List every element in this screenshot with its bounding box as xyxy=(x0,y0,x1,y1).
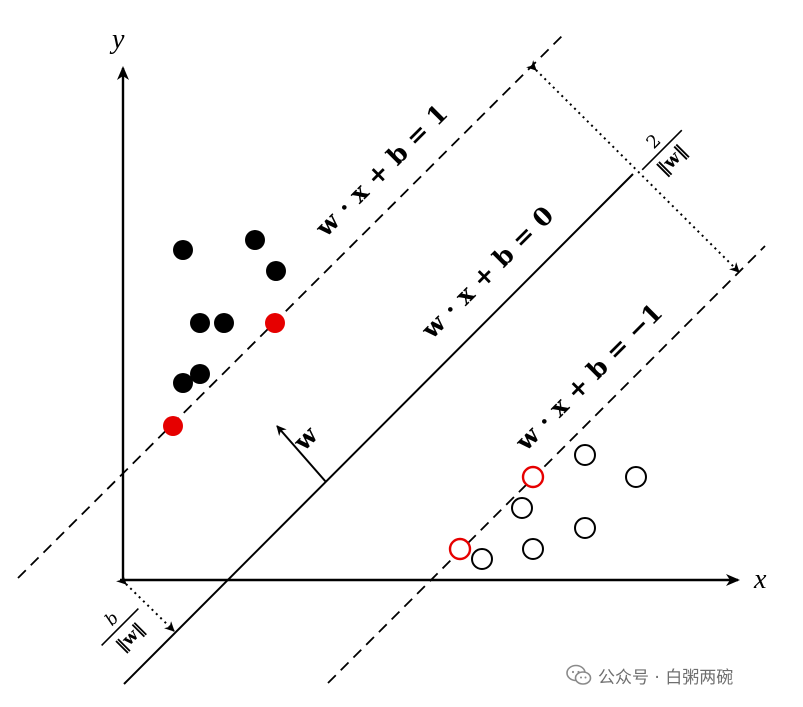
positive-support-vector xyxy=(265,313,285,333)
offset-fraction: b ‖w‖ xyxy=(101,608,149,656)
negative-support-vectors xyxy=(448,465,545,561)
positive-point xyxy=(245,230,265,250)
positive-point xyxy=(190,313,210,333)
watermark: 公众号 · 白粥两碗 xyxy=(566,660,733,690)
offset-arrow xyxy=(116,574,175,632)
negative-margin-label: w · x + b = −1 xyxy=(509,298,668,457)
negative-point xyxy=(625,466,647,488)
negative-support-vector xyxy=(448,537,472,561)
normal-vector-label: w xyxy=(287,419,324,456)
watermark-text: 公众号 · 白粥两碗 xyxy=(598,667,734,688)
positive-support-vector xyxy=(163,416,183,436)
normal-vector-arrow xyxy=(276,425,327,483)
x-axis-label: x xyxy=(753,564,767,595)
offset-fraction-bar xyxy=(101,608,139,646)
positive-point xyxy=(214,313,234,333)
negative-point xyxy=(511,497,533,519)
positive-margin-label: w · x + b = 1 xyxy=(309,99,453,243)
positive-point xyxy=(173,373,193,393)
decision-boundary-label: w · x + b = 0 xyxy=(415,201,559,345)
negative-point xyxy=(574,444,596,466)
negative-support-vector xyxy=(521,465,545,489)
negative-margin-line xyxy=(327,245,766,684)
positive-class-points xyxy=(173,230,286,393)
positive-support-vectors xyxy=(163,313,285,436)
negative-point xyxy=(471,548,493,570)
wechat-icon xyxy=(566,664,592,685)
y-axis-label: y xyxy=(109,24,125,55)
negative-class-points xyxy=(471,444,647,570)
positive-point xyxy=(173,240,193,260)
margin-width-fraction: 2 ‖w‖ xyxy=(641,129,692,180)
negative-point xyxy=(522,538,544,560)
positive-point xyxy=(190,364,210,384)
positive-margin-line xyxy=(17,31,567,579)
margin-width-fraction-bar xyxy=(641,129,683,171)
negative-point xyxy=(574,517,596,539)
positive-point xyxy=(266,261,286,281)
